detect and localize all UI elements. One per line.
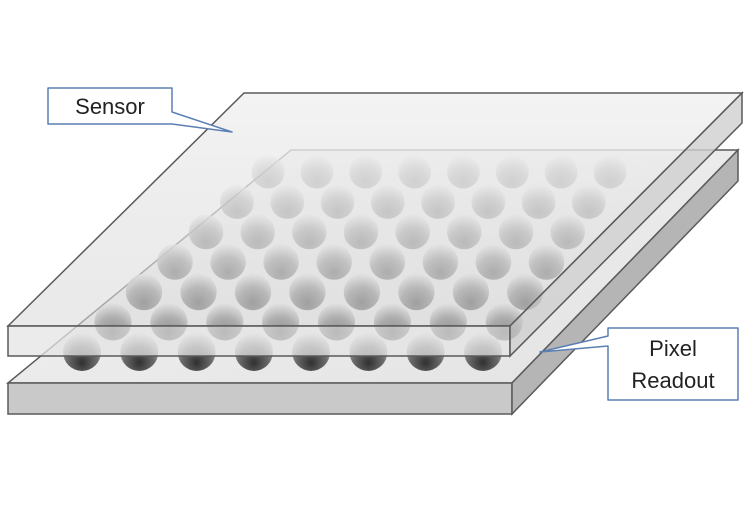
readout-label-line1: Pixel (649, 336, 697, 361)
readout-label-line2: Readout (631, 368, 714, 393)
readout-callout-box (539, 327, 739, 401)
readout-plate-front-face (7, 382, 513, 415)
readout-callout: Pixel Readout (539, 327, 739, 401)
sensor-callout-box (47, 87, 233, 133)
sensor-callout: Sensor (47, 87, 233, 133)
sensor-plate (6, 91, 744, 358)
sensor-plate-side-face (509, 91, 743, 358)
sensor-label: Sensor (75, 94, 145, 119)
sensor-plate-front-face (7, 325, 511, 357)
